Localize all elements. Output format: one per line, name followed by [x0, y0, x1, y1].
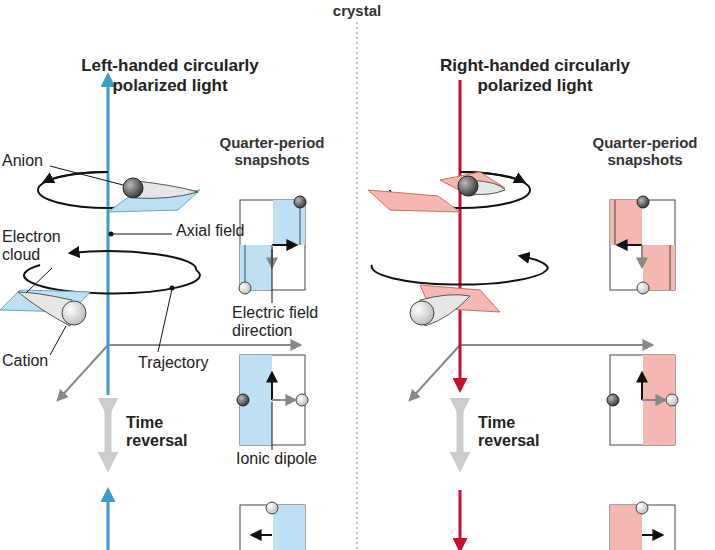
part-label: Cation	[2, 352, 72, 370]
section-label: crystal	[317, 2, 397, 19]
panel-heading: Right-handed circularly polarized light	[410, 56, 660, 95]
panel-heading: Left-handed circularly polarized light	[45, 56, 295, 95]
part-label: Trajectory	[138, 354, 228, 372]
operation-label: Time reversal	[478, 414, 558, 451]
column-heading: Quarter-period snapshots	[196, 134, 348, 169]
part-label: Electron cloud	[2, 228, 82, 265]
column-heading: Quarter-period snapshots	[578, 134, 712, 169]
part-label: Anion	[2, 152, 72, 170]
part-label: Electric field direction	[232, 304, 347, 341]
operation-label: Time reversal	[126, 414, 206, 451]
part-label: Ionic dipole	[236, 450, 346, 468]
part-label: Axial field	[176, 222, 246, 240]
